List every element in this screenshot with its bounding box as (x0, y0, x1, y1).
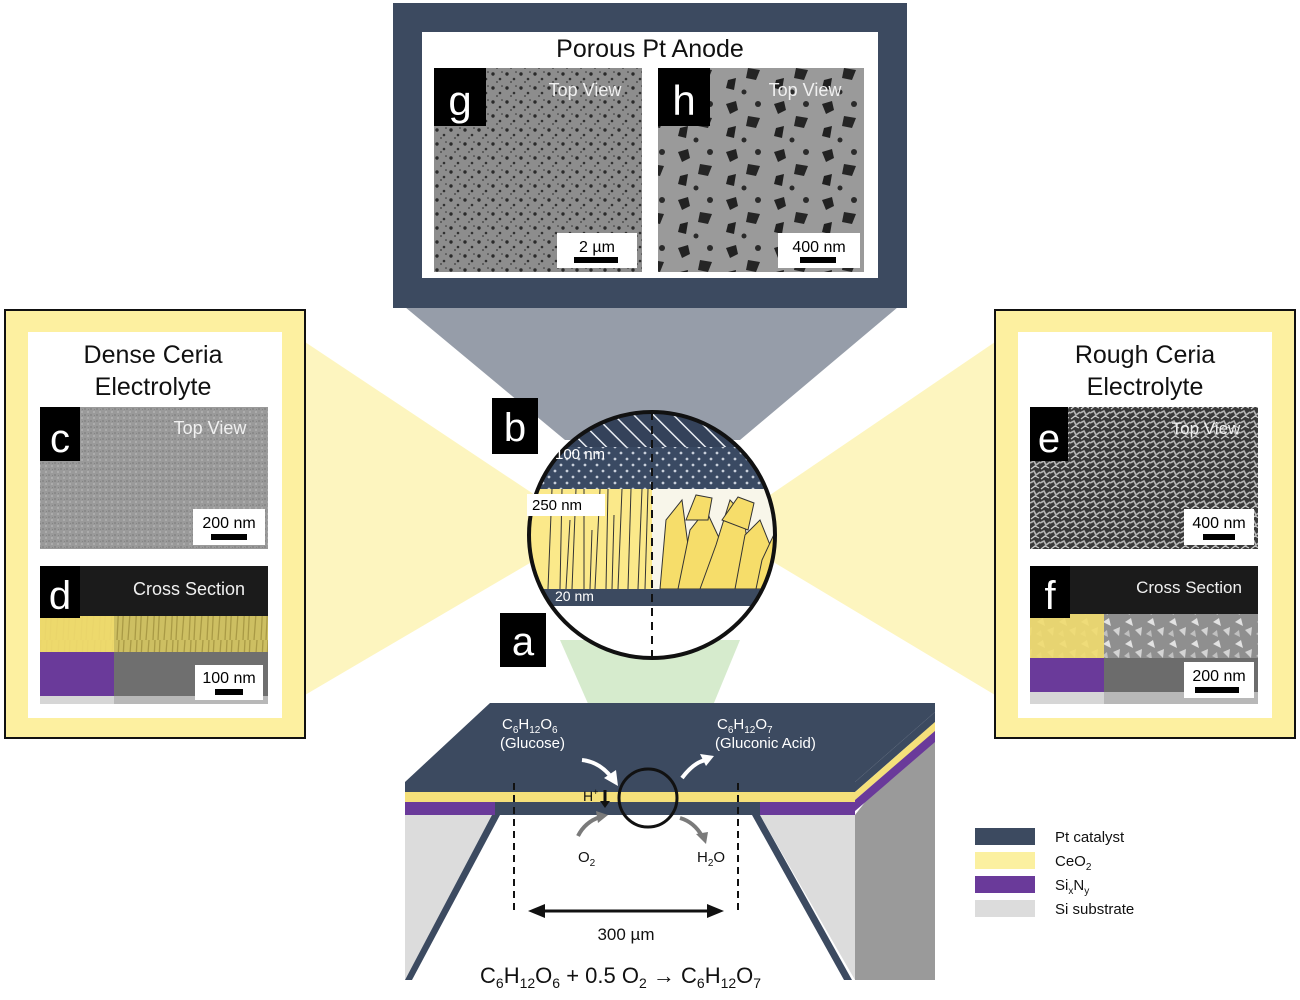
device-side-face (855, 712, 935, 980)
sem-image-f: f Cross Section 200 nm (1030, 566, 1258, 704)
magnified-cross-section: 100 nm 250 nm 20 nm (527, 410, 777, 660)
h-view-label: Top View (769, 80, 843, 100)
c-scalebar-label: 200 nm (202, 515, 255, 532)
device-ceria-layer (405, 792, 855, 802)
legend-swatch-pt (975, 828, 1035, 845)
top-panel-title: Porous Pt Anode (556, 35, 744, 63)
columnar-grain-lines (547, 488, 649, 590)
label-20nm: 20 nm (555, 588, 594, 604)
panel-porous-pt-anode: Porous Pt Anode g Top View 2 µm h Top Vi… (393, 3, 907, 308)
c-scalebar (211, 534, 247, 540)
left-panel-title-line2: Electrolyte (95, 373, 212, 401)
membrane-width-label: 300 µm (597, 925, 654, 944)
sem-image-e: e Top View 400 nm (1030, 407, 1258, 549)
circle-outline (527, 410, 777, 660)
e-view-label: Top View (1172, 419, 1241, 438)
oxygen-label: O2 (578, 849, 596, 869)
e-scalebar-label: 400 nm (1192, 515, 1245, 532)
d-scalebar (215, 689, 243, 695)
sem-image-c: c Top View 200 nm (40, 407, 268, 549)
device-etch-cavity (405, 815, 855, 980)
f-scalebar-label: 200 nm (1192, 668, 1245, 685)
fuel-cell-device: C6H12O6 (Glucose) C6H12O7 (Gluconic Acid… (405, 703, 935, 980)
gluconic-formula: C6H12O7 (717, 716, 773, 736)
label-e: e (1038, 417, 1060, 461)
device-magnify-circle (617, 767, 679, 829)
water-label: H2O (697, 849, 725, 869)
glucose-formula: C6H12O6 (502, 716, 558, 736)
sem-image-g: g Top View 2 µm (434, 68, 642, 272)
proton-label: H+ (583, 787, 598, 804)
legend-label-pt: Pt catalyst (1055, 829, 1125, 846)
f-scalebar (1195, 687, 1239, 693)
g-scalebar (574, 257, 618, 263)
c-view-label: Top View (174, 418, 248, 438)
label-a: a (512, 620, 535, 664)
d-sixny-overlay (40, 652, 114, 696)
legend-swatch-ceo2 (975, 852, 1035, 869)
label-h: h (672, 77, 695, 124)
membrane-bottom-pt (495, 802, 760, 815)
d-ceria-overlay (40, 616, 114, 652)
legend-swatch-sixny (975, 876, 1035, 893)
label-d: d (49, 574, 71, 618)
label-b: b (504, 406, 526, 450)
label-250nm: 250 nm (532, 497, 582, 514)
legend: Pt catalyst CeO2 SixNy Si substrate (975, 828, 1134, 918)
label-c: c (50, 417, 70, 461)
label-g: g (448, 77, 471, 124)
sem-image-d: d Cross Section 100 nm (40, 566, 268, 704)
rough-ceria-crystals (659, 494, 775, 590)
label-100nm: 100 nm (555, 446, 605, 463)
left-panel-title-line1: Dense Ceria (84, 341, 223, 369)
f-sixny-overlay (1030, 658, 1104, 692)
device-top-face (405, 703, 935, 782)
reaction-equation: C6H12O6 + 0.5 O2 → C6H12O7 (480, 963, 761, 991)
e-scalebar (1203, 534, 1235, 540)
right-panel-title-line2: Electrolyte (1087, 373, 1204, 401)
gluconic-name: (Gluconic Acid) (715, 735, 816, 752)
label-f: f (1044, 574, 1056, 618)
f-view-label: Cross Section (1136, 578, 1242, 597)
legend-label-ceo2: CeO2 (1055, 853, 1092, 873)
legend-label-si: Si substrate (1055, 901, 1134, 918)
right-projection-cone (770, 342, 995, 695)
glucose-name: (Glucose) (500, 735, 565, 752)
legend-label-sixny: SixNy (1055, 877, 1089, 897)
sem-image-h: h Top View 400 nm (658, 68, 864, 272)
panel-rough-ceria: Rough Ceria Electrolyte e Top View 400 n… (994, 309, 1296, 739)
left-projection-cone (305, 342, 535, 695)
right-panel-title-line1: Rough Ceria (1075, 341, 1215, 369)
d-scalebar-label: 100 nm (202, 670, 255, 687)
g-view-label: Top View (549, 80, 623, 100)
panel-dense-ceria: Dense Ceria Electrolyte c Top View 200 n… (4, 309, 306, 739)
h-scalebar (800, 257, 836, 263)
g-scalebar-label: 2 µm (579, 239, 615, 256)
h-scalebar-label: 400 nm (792, 239, 845, 256)
f-ceria-overlay (1030, 614, 1104, 658)
legend-swatch-si (975, 900, 1035, 917)
d-view-label: Cross Section (133, 579, 245, 599)
